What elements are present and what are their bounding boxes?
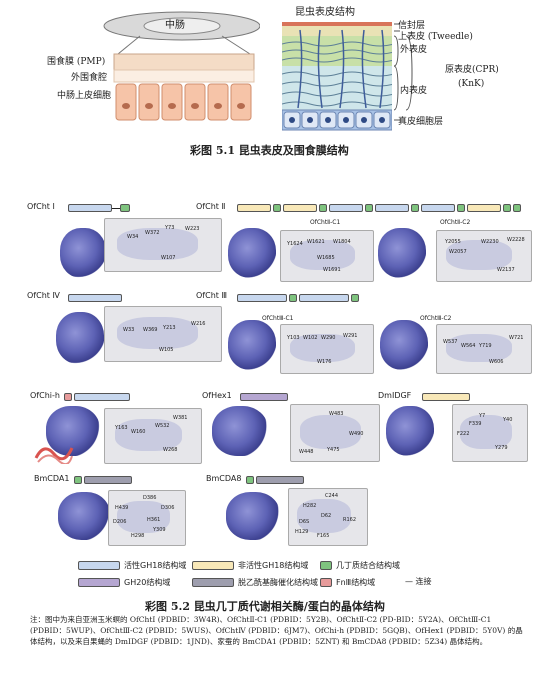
sub-label: OfChtⅡ-C2: [440, 219, 471, 226]
knk-label: (KnK): [458, 79, 485, 89]
protein-name: BmCDA1: [34, 474, 70, 483]
gh18-active-domain: [74, 393, 130, 401]
fig52-note: 注：图中为来自亚洲玉米螟的 OfChtⅠ (PDBID：3W4R)、OfChtⅡ…: [30, 615, 523, 646]
envelope-label: 信封层: [398, 21, 426, 31]
active-site-panel: W34 W372 Y73 W223 W107: [104, 218, 222, 272]
chitin-binding-domain: [273, 204, 281, 212]
legend-item: 脱乙酰基酶催化结构域: [192, 578, 318, 587]
legend-item: GH20结构域: [78, 578, 170, 587]
active-site-panel: Y2055 W2057 W2230 W2228 W2137: [436, 230, 532, 282]
endocuticle-label: 内表皮: [400, 86, 428, 96]
structure-ofcht2-c1: [228, 228, 276, 278]
linker: [112, 208, 120, 209]
chitin-binding-domain: [351, 294, 359, 302]
midgut-cell-label: 中肠上皮细胞: [57, 91, 112, 101]
gh18-active-domain: [375, 204, 409, 212]
cuticle-title: 昆虫表皮结构: [295, 7, 355, 18]
protein-name: BmCDA8: [206, 474, 242, 483]
chitin-binding-domain: [513, 204, 521, 212]
active-site-panel: Y7 Y40 F339 F222 Y279: [452, 404, 528, 462]
fig52-caption: 彩图 5.2 昆虫几丁质代谢相关酶/蛋白的晶体结构: [145, 600, 385, 613]
sub-label: OfChtⅡ-C1: [310, 219, 341, 226]
gh20-domain: [240, 393, 288, 401]
fig51-caption: 彩图 5.1 昆虫表皮及围食膜结构: [190, 144, 349, 157]
cuticle-diagram: [282, 22, 392, 131]
gh18-active-domain: [68, 294, 122, 302]
midgut-label: 中肠: [165, 20, 185, 31]
chitin-binding-domain: [246, 476, 254, 484]
active-site-panel: D386 H439 D306 D206 H361 Y309 H298: [108, 490, 186, 546]
pmp-label: 围食膜 (PMP): [47, 57, 106, 67]
gh18-inactive-domain: [467, 204, 501, 212]
protein-name: OfHex1: [202, 391, 232, 400]
midgut-diagram: [103, 11, 260, 121]
active-site-panel: W381 Y163 W160 W532 W268: [104, 408, 202, 464]
protein-name: DmIDGF: [378, 391, 412, 400]
gh18-active-domain: [68, 204, 112, 212]
protein-name: OfChi-h: [30, 391, 60, 400]
active-site-panel: W33 W369 Y213 W216 W105: [104, 306, 222, 362]
structure-ofcht3-c1: [228, 320, 276, 370]
structure-ofcht4: [56, 312, 104, 364]
structure-bmcda8: [226, 492, 280, 540]
protein-name: OfCht Ⅲ: [196, 291, 227, 300]
protein-name: OfCht Ⅱ: [196, 202, 226, 211]
chitin-binding-domain: [120, 204, 130, 212]
cuticle-brackets: [393, 23, 413, 121]
ectoperitrophic-label: 外围食腔: [71, 73, 108, 83]
gh18-active-domain: [329, 204, 363, 212]
exocuticle-label: 外表皮: [400, 45, 428, 55]
active-site-panel: W537 W564 Y719 W721 W606: [436, 324, 532, 374]
protein-name: OfCht Ⅰ: [27, 202, 55, 211]
epidermis-label: 真皮细胞层: [398, 117, 444, 127]
sub-label: OfChtⅢ-C2: [420, 315, 452, 322]
chitin-binding-domain: [365, 204, 373, 212]
fn3-ribbon: [34, 447, 74, 464]
chitin-binding-domain: [289, 294, 297, 302]
gh18-active-domain: [237, 294, 287, 302]
active-site-panel: C244 H282 D62 R162 D6S H129 F165: [288, 488, 368, 546]
legend-item: 活性GH18结构域: [78, 561, 186, 570]
active-site-panel: Y1624 W1621 W1804 W1685 W1691: [280, 230, 374, 282]
legend-item: 几丁质结合结构域: [320, 561, 400, 570]
procuticle-label: 原表皮(CPR): [445, 65, 499, 75]
gh18-inactive-domain: [283, 204, 317, 212]
chitin-binding-domain: [319, 204, 327, 212]
fig51: 中肠 围食膜 (PMP) 外围食腔 中肠上皮细胞 昆虫表皮结构: [0, 0, 553, 160]
structure-ofcht1: [60, 228, 106, 278]
epicuticle-label: 上表皮 (Tweedle): [398, 32, 473, 42]
protein-name: OfCht Ⅳ: [27, 291, 60, 300]
gh18-active-domain: [299, 294, 349, 302]
chitin-binding-domain: [503, 204, 511, 212]
chitin-binding-domain: [74, 476, 82, 484]
structure-ofhex1: [212, 406, 268, 456]
deacetylase-domain: [84, 476, 132, 484]
gh18-inactive-domain: [237, 204, 271, 212]
legend-item: — 连接: [405, 577, 432, 586]
structure-bmcda1: [58, 492, 110, 540]
chitin-binding-domain: [411, 204, 419, 212]
gh18-active-domain: [421, 204, 455, 212]
legend-item: 非活性GH18结构域: [192, 561, 308, 570]
fn3-domain: [64, 393, 72, 401]
active-site-panel: W483 W490 W448 Y475: [290, 404, 380, 462]
active-site-panel: Y103 W102 W290 W291 W176: [280, 324, 374, 374]
structure-dmidgf: [386, 406, 434, 456]
structure-ofcht3-c2: [380, 320, 428, 370]
structure-ofcht2-c2: [378, 228, 426, 278]
structure-ofchi-h: [46, 406, 100, 456]
sub-label: OfChtⅢ-C1: [262, 315, 294, 322]
deacetylase-domain: [256, 476, 304, 484]
gh18-inactive-domain: [422, 393, 470, 401]
chitin-binding-domain: [457, 204, 465, 212]
legend-item: FnⅢ结构域: [320, 578, 375, 587]
